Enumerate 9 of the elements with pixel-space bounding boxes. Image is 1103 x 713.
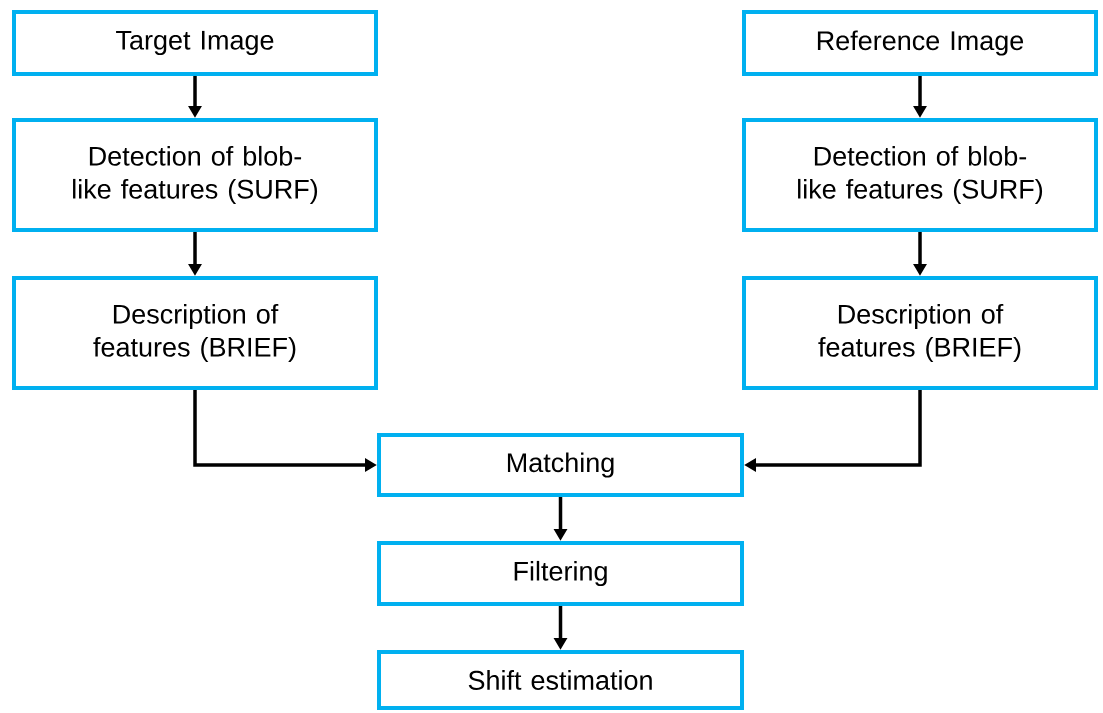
process-box: Description of features (BRIEF) — [742, 276, 1098, 390]
process-box: Description of features (BRIEF) — [12, 276, 378, 390]
process-box: Target Image — [12, 10, 378, 76]
process-box: Matching — [377, 433, 744, 497]
process-box: Detection of blob-like features (SURF) — [742, 118, 1098, 232]
process-box: Filtering — [377, 541, 744, 606]
process-box: Shift estimation — [377, 650, 744, 710]
process-box: Detection of blob-like features (SURF) — [12, 118, 378, 232]
process-box: Reference Image — [742, 10, 1098, 76]
